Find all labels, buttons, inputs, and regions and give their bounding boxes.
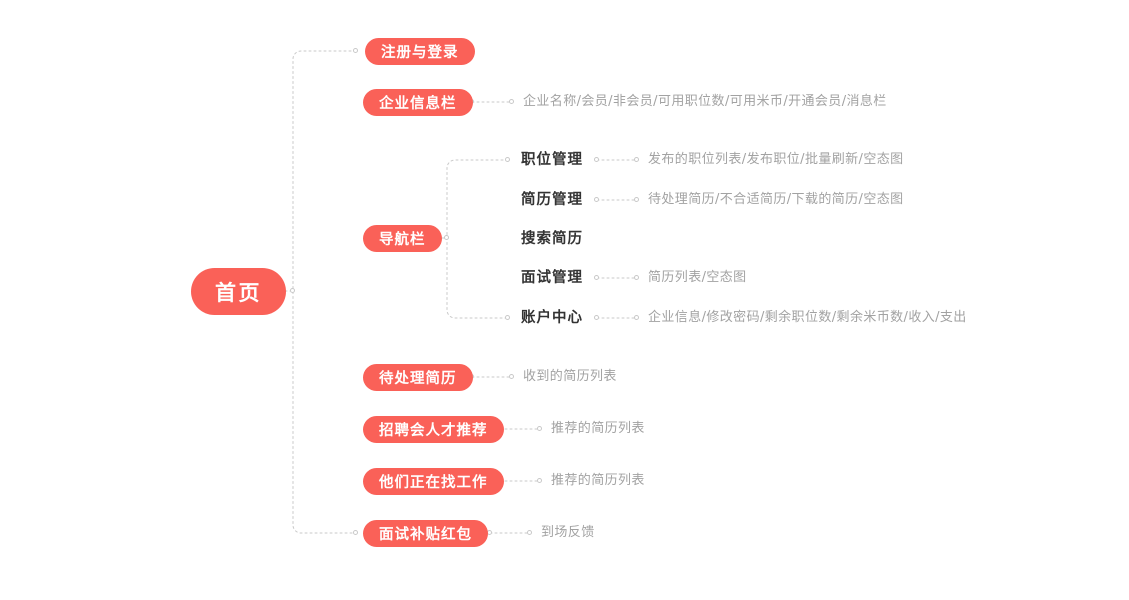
node-dot-job-management (505, 157, 510, 162)
node-account-center[interactable]: 账户中心 (521, 310, 583, 326)
desc-dot-start-job-management (594, 157, 599, 162)
node-dot-register-login (353, 48, 358, 53)
desc-dot-end-pending-resume (509, 374, 514, 379)
desc-dot-end-account-center (634, 315, 639, 320)
desc-dot-start-account-center (594, 315, 599, 320)
node-they-are-job-hunting[interactable]: 他们正在找工作 (363, 468, 504, 495)
desc-dot-start-interview-management (594, 275, 599, 280)
desc-company-info-bar: 企业名称/会员/非会员/可用职位数/可用米币/开通会员/消息栏 (523, 94, 887, 109)
node-search-resume[interactable]: 搜索简历 (521, 231, 583, 247)
node-resume-management[interactable]: 简历管理 (521, 192, 583, 208)
desc-dot-end-jobfair-recommend (537, 426, 542, 431)
node-dot-root (290, 288, 295, 293)
node-company-info-bar[interactable]: 企业信息栏 (363, 89, 473, 116)
desc-dot-start-resume-management (594, 197, 599, 202)
node-register-login[interactable]: 注册与登录 (365, 38, 475, 65)
desc-job-management: 发布的职位列表/发布职位/批量刷新/空态图 (648, 152, 904, 167)
desc-dot-end-company-info (509, 99, 514, 104)
desc-job-fair-talent-recommend: 推荐的简历列表 (551, 421, 645, 436)
node-interview-management[interactable]: 面试管理 (521, 270, 583, 286)
node-root-home[interactable]: 首页 (191, 268, 286, 315)
node-job-management[interactable]: 职位管理 (521, 152, 583, 168)
node-job-fair-talent-recommend[interactable]: 招聘会人才推荐 (363, 416, 504, 443)
desc-dot-end-job-hunting (537, 478, 542, 483)
desc-dot-end-red-packet (527, 530, 532, 535)
desc-pending-resume: 收到的简历列表 (523, 369, 617, 384)
node-dot-account-center (505, 315, 510, 320)
wire-main-trunk (292, 50, 357, 534)
node-dot-red-packet (353, 530, 358, 535)
node-interview-subsidy-red-packet[interactable]: 面试补贴红包 (363, 520, 488, 547)
node-pending-resume[interactable]: 待处理简历 (363, 364, 473, 391)
desc-dot-end-resume-management (634, 197, 639, 202)
node-dot-nav-bar (444, 235, 449, 240)
node-nav-bar[interactable]: 导航栏 (363, 225, 442, 252)
desc-they-are-job-hunting: 推荐的简历列表 (551, 473, 645, 488)
desc-account-center: 企业信息/修改密码/剩余职位数/剩余米币数/收入/支出 (648, 310, 967, 325)
wire-nav-bracket (446, 159, 509, 319)
desc-dot-end-job-management (634, 157, 639, 162)
desc-dot-end-interview-management (634, 275, 639, 280)
desc-interview-subsidy-red-packet: 到场反馈 (541, 525, 595, 540)
desc-interview-management: 简历列表/空态图 (648, 270, 747, 285)
desc-resume-management: 待处理简历/不合适简历/下载的简历/空态图 (648, 192, 904, 207)
